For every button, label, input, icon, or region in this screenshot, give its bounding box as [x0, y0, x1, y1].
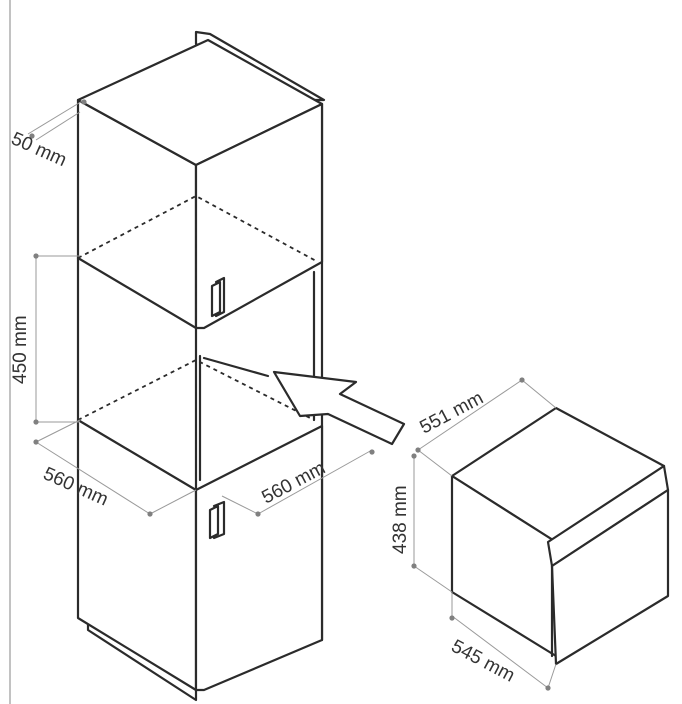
dimension-oven-depth — [415, 377, 557, 477]
niche-hidden-front — [77, 419, 197, 491]
built-in-oven — [450, 406, 670, 666]
oven-door — [550, 488, 670, 666]
niche-height-label: 450 mm — [10, 315, 31, 384]
niche-inner-line — [202, 356, 270, 378]
cabinet-left-side — [76, 98, 198, 692]
handle-icon — [210, 280, 222, 318]
arrow-icon — [272, 370, 406, 446]
lower-cabinet-door — [194, 424, 324, 692]
cabinet-top-overhang — [194, 30, 326, 102]
dimension-niche-height — [33, 253, 80, 425]
oven-depth-label: 551 mm — [416, 388, 486, 439]
upper-hidden-lines — [77, 194, 319, 263]
dimension-top-gap — [27, 99, 87, 141]
handle-icon — [208, 504, 220, 540]
handle-icon — [214, 276, 226, 318]
dimension-cabinet-depth — [221, 449, 375, 517]
handle-icon — [212, 500, 226, 540]
dimension-oven-height — [411, 453, 453, 593]
dimension-oven-width — [449, 592, 557, 691]
top-gap-label: 50 mm — [8, 128, 70, 171]
dimension-cabinet-width — [33, 419, 197, 517]
oven-height-label: 438 mm — [390, 485, 411, 554]
tall-cabinet — [76, 30, 326, 702]
oven-width-label: 545 mm — [448, 636, 518, 687]
upper-shelf-edge — [76, 256, 198, 330]
